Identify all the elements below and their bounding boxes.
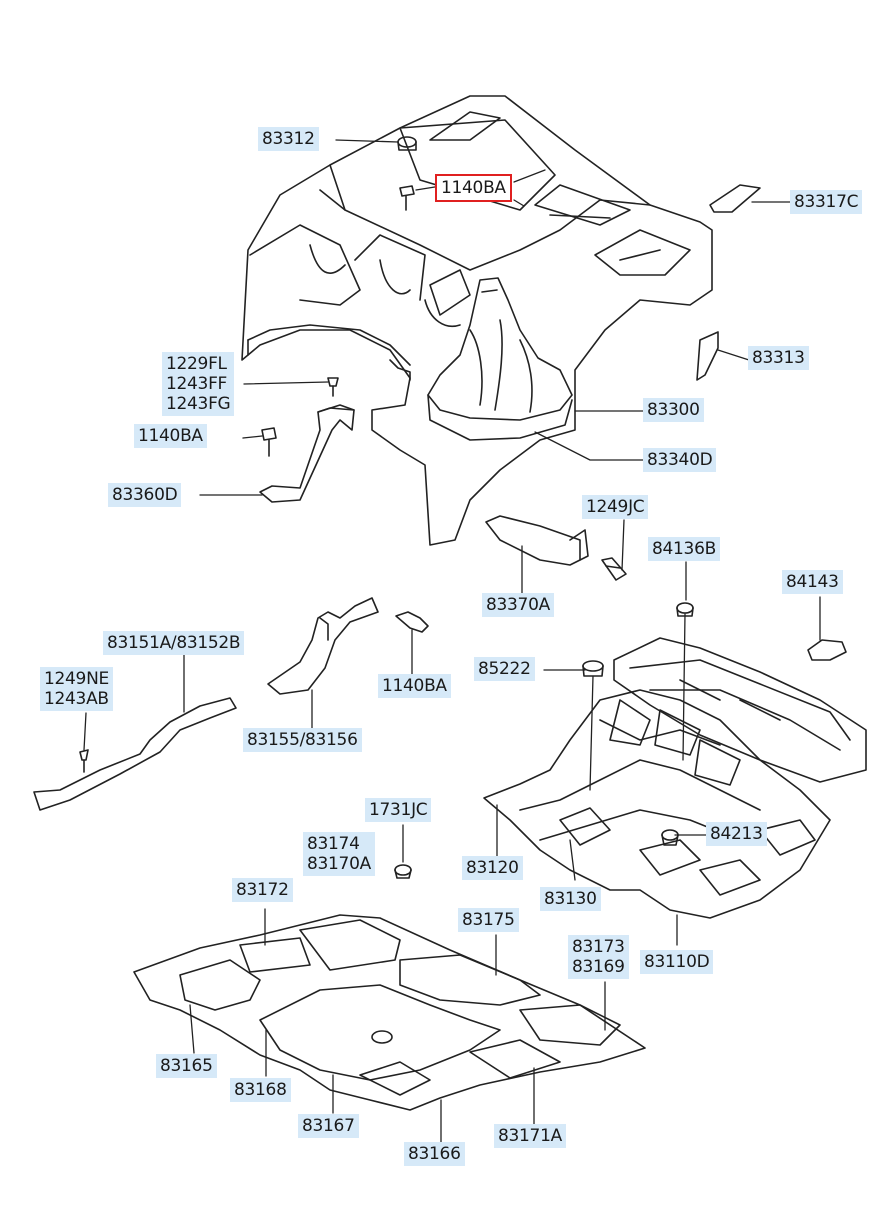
label-1249jc[interactable]: 1249JC: [582, 495, 649, 519]
label-83130[interactable]: 83130: [540, 887, 601, 911]
label-83300[interactable]: 83300: [643, 398, 704, 422]
label-83360d[interactable]: 83360D: [108, 483, 182, 507]
label-83370a[interactable]: 83370A: [482, 593, 554, 617]
label-83168[interactable]: 83168: [230, 1078, 291, 1102]
floor-pan: [394, 602, 867, 919]
label-1140ba-highlighted[interactable]: 1140BA: [435, 174, 512, 202]
label-83167[interactable]: 83167: [298, 1114, 359, 1138]
label-83165[interactable]: 83165: [156, 1054, 217, 1078]
label-1243ff: 1243FF: [166, 374, 228, 394]
label-83169: 83169: [572, 957, 625, 977]
label-1140ba-mid[interactable]: 1140BA: [378, 674, 451, 698]
insulation-pads: [133, 914, 646, 1111]
label-group-1229fl[interactable]: 1229FL 1243FF 1243FG: [162, 352, 235, 416]
label-83110d[interactable]: 83110D: [640, 950, 714, 974]
console-assembly: [241, 95, 761, 581]
label-83173: 83173: [572, 937, 625, 957]
label-1249ne: 1249NE: [44, 669, 109, 689]
leader-lines: [83, 139, 821, 1144]
label-83313[interactable]: 83313: [748, 346, 809, 370]
label-83120[interactable]: 83120: [462, 856, 523, 880]
label-1243ab: 1243AB: [44, 689, 109, 709]
label-83171a[interactable]: 83171A: [494, 1124, 566, 1148]
label-83174: 83174: [307, 834, 360, 854]
label-83340d[interactable]: 83340D: [643, 448, 717, 472]
label-85222[interactable]: 85222: [474, 657, 535, 681]
label-group-83173[interactable]: 83173 83169: [568, 935, 629, 979]
label-83175[interactable]: 83175: [458, 908, 519, 932]
label-83155-83156[interactable]: 83155/83156: [243, 728, 362, 752]
label-1140ba-left[interactable]: 1140BA: [134, 424, 207, 448]
label-83317c[interactable]: 83317C: [790, 190, 863, 214]
label-1243fg: 1243FG: [166, 394, 231, 414]
label-83170a: 83170A: [307, 854, 371, 874]
side-brackets: [33, 597, 429, 811]
label-83172[interactable]: 83172: [232, 878, 293, 902]
label-83312[interactable]: 83312: [258, 127, 319, 151]
label-1229fl: 1229FL: [166, 354, 227, 374]
label-84136b[interactable]: 84136B: [648, 537, 720, 561]
label-group-83174[interactable]: 83174 83170A: [303, 832, 375, 876]
label-83166[interactable]: 83166: [404, 1142, 465, 1166]
label-84143[interactable]: 84143: [782, 570, 843, 594]
label-group-1249ne[interactable]: 1249NE 1243AB: [40, 667, 113, 711]
label-83151a-83152b[interactable]: 83151A/83152B: [103, 631, 245, 655]
label-1731jc[interactable]: 1731JC: [365, 798, 432, 822]
label-84213[interactable]: 84213: [706, 822, 767, 846]
